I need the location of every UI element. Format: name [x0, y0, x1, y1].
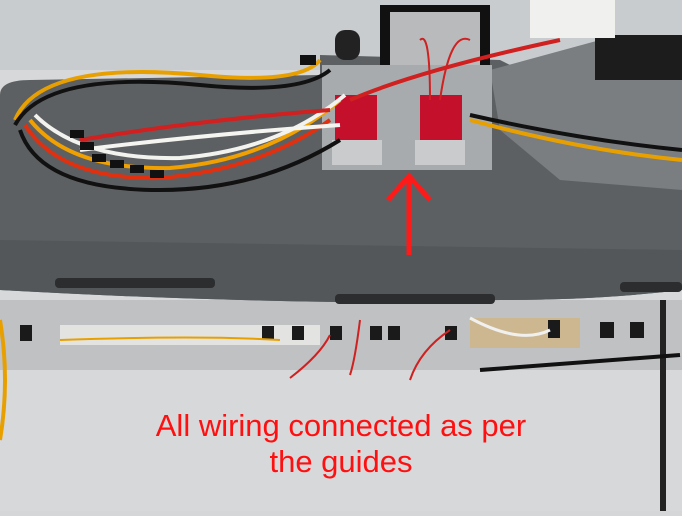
plug-housings: [70, 55, 316, 178]
caption-line-1: All wiring connected as per: [155, 408, 527, 443]
photo-caption: All wiring connected as per the guides: [0, 408, 682, 480]
red-arrow-icon: [386, 172, 432, 255]
caption-line-2: the guides: [269, 444, 413, 479]
connectors-row: [20, 320, 644, 341]
vents: [55, 278, 682, 304]
wire-bundle: [0, 37, 682, 441]
rod: [660, 300, 666, 511]
red-connector-left: [335, 95, 377, 145]
red-connector-right: [420, 95, 462, 145]
